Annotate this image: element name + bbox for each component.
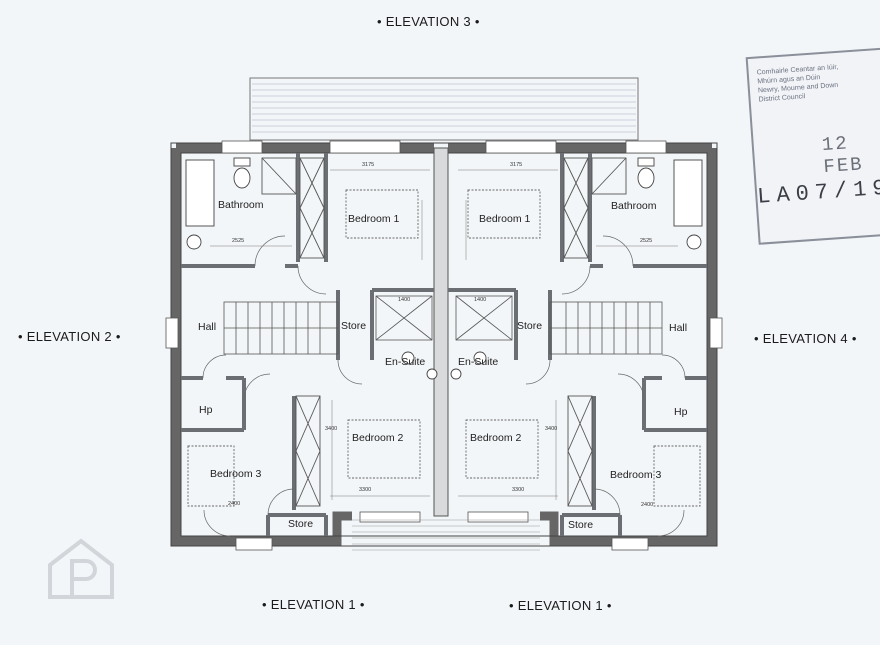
dimension-2400-left: 2400 <box>228 501 241 507</box>
elevation-1-left-text: ELEVATION 1 <box>270 597 356 612</box>
elevation-1-right-label: • ELEVATION 1 • <box>509 598 612 613</box>
elevation-1-left-label: • ELEVATION 1 • <box>262 597 365 612</box>
dimension-3175-left: 3175 <box>362 162 375 168</box>
elevation-3-label: • ELEVATION 3 • <box>377 14 480 29</box>
wardrobes <box>261 157 627 507</box>
room-bathroom-left: Bathroom <box>218 199 264 211</box>
elevation-2-text: ELEVATION 2 <box>26 329 112 344</box>
stamp-council-name: Comhairle Ceantar an Iúir, Mhúrn agus an… <box>756 60 878 104</box>
room-store-bottom-left: Store <box>288 518 314 530</box>
elevation-4-label: • ELEVATION 4 • <box>754 331 857 346</box>
stamp-reference: LA07/19 <box>756 175 880 210</box>
shower-trays <box>375 295 513 341</box>
party-wall <box>433 147 449 517</box>
dimension-1400-right: 1400 <box>474 297 487 303</box>
dimension-2400-right: 2400 <box>641 502 654 508</box>
room-ensuite-left: En-Suite <box>385 356 426 368</box>
door-swings <box>202 235 686 537</box>
dimension-3175-right: 3175 <box>510 162 523 168</box>
room-bedroom3-left: Bedroom 3 <box>210 468 262 480</box>
elevation-1-right-text: ELEVATION 1 <box>517 598 603 613</box>
room-bathroom-right: Bathroom <box>611 200 657 212</box>
room-hall-right: Hall <box>669 322 688 334</box>
room-bedroom1-left: Bedroom 1 <box>348 213 400 225</box>
windows <box>165 140 723 551</box>
elevation-3-text: ELEVATION 3 <box>385 14 471 29</box>
room-ensuite-right: En-Suite <box>458 356 499 368</box>
dimension-3300-right: 3300 <box>512 487 525 493</box>
sanitary-ware <box>185 157 703 380</box>
room-bedroom2-right: Bedroom 2 <box>470 432 522 444</box>
dimension-lines <box>210 169 678 500</box>
room-hall-left: Hall <box>198 321 217 333</box>
dimension-3400-right: 3400 <box>545 426 558 432</box>
front-steps <box>352 519 540 551</box>
room-hp-right: Hp <box>674 406 688 418</box>
council-approval-stamp: Comhairle Ceantar an Iúir, Mhúrn agus an… <box>745 47 880 245</box>
dimension-2525-left: 2525 <box>232 238 245 244</box>
room-store-mid-right: Store <box>517 320 543 332</box>
stamp-date: 12 FEB <box>821 132 865 179</box>
stairs <box>223 301 663 355</box>
elevation-4-text: ELEVATION 4 <box>762 331 848 346</box>
room-store-bottom-right: Store <box>568 519 594 531</box>
room-hp-left: Hp <box>199 404 213 416</box>
dimension-2525-right: 2525 <box>640 238 653 244</box>
room-bedroom1-right: Bedroom 1 <box>479 213 531 225</box>
room-bedroom2-left: Bedroom 2 <box>352 432 404 444</box>
elevation-2-label: • ELEVATION 2 • <box>18 329 121 344</box>
external-walls <box>171 143 717 546</box>
dimension-3300-left: 3300 <box>359 487 372 493</box>
dimension-3400-left: 3400 <box>325 426 338 432</box>
rear-canopy <box>249 77 639 141</box>
watermark-logo-icon <box>48 538 114 599</box>
beds <box>187 189 701 507</box>
dimension-1400-left: 1400 <box>398 297 411 303</box>
room-bedroom3-right: Bedroom 3 <box>610 469 662 481</box>
room-store-mid-left: Store <box>341 320 367 332</box>
